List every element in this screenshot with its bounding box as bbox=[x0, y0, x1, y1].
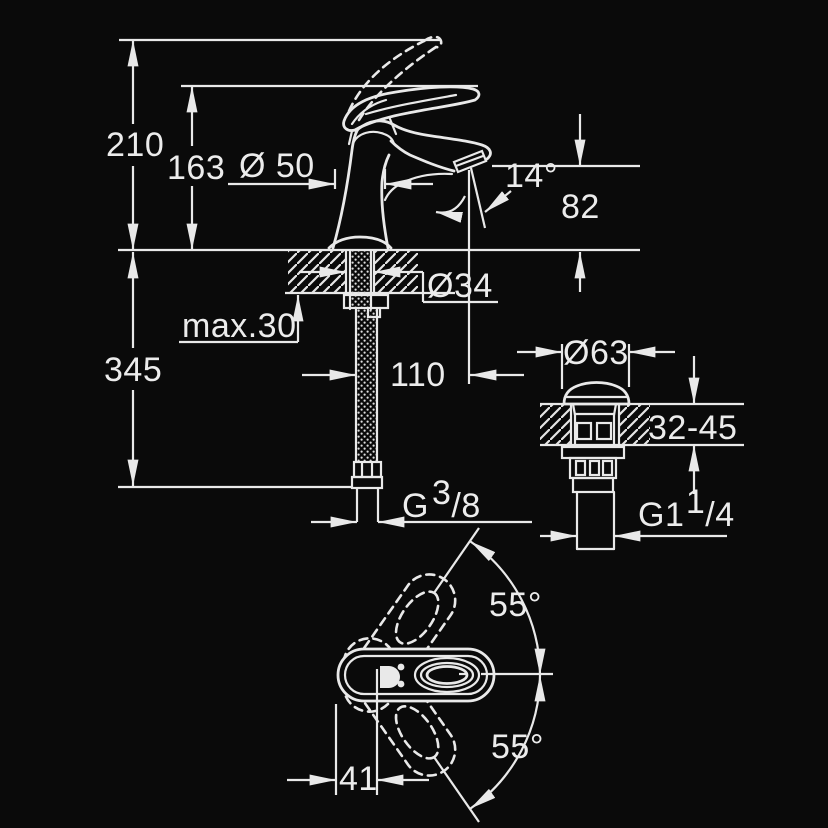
label-drain-deck-range: 32-45 bbox=[648, 409, 737, 447]
label-supply-depth: 345 bbox=[104, 351, 162, 389]
label-handle-offset: 41 bbox=[339, 760, 378, 798]
lever-icon bbox=[342, 85, 481, 132]
dim-overall-height: 210 bbox=[106, 38, 440, 250]
dim-supply-depth: 345 bbox=[104, 251, 352, 489]
dim-base-diameter: Ø 50 bbox=[228, 147, 433, 190]
drain-deck-hatch-left bbox=[540, 405, 571, 445]
faucet-body bbox=[327, 117, 492, 250]
dim-drain-cap-diameter: Ø63 bbox=[517, 334, 675, 389]
dim-spout-projection: 110 bbox=[302, 356, 524, 394]
label-base-diameter: Ø 50 bbox=[239, 147, 315, 185]
dim-drain-deck-range: 32-45 bbox=[648, 356, 737, 494]
base-escutcheon bbox=[327, 235, 393, 250]
dim-max-deck-thickness: max.30 bbox=[179, 295, 304, 345]
label-spout-angle: 14° bbox=[505, 157, 558, 195]
drain-tailpipe bbox=[575, 490, 616, 551]
supply-hose bbox=[350, 307, 384, 490]
label-handle-swing-lower: 55° bbox=[491, 728, 544, 766]
handle-solid bbox=[336, 647, 496, 703]
label-drain-cap-diameter: Ø63 bbox=[563, 334, 629, 372]
dim-handle-offset: 41 bbox=[287, 669, 429, 798]
drain-dome-cap bbox=[562, 381, 631, 406]
label-mounting-hole: Ø34 bbox=[427, 267, 493, 305]
mounting-nut bbox=[342, 293, 390, 310]
handle-dot-top bbox=[397, 663, 405, 671]
dim-spout-outlet-height: 82 bbox=[492, 114, 640, 292]
label-spout-projection: 110 bbox=[390, 356, 446, 394]
threaded-shank bbox=[350, 251, 371, 309]
dim-spout-angle: 14° bbox=[435, 157, 558, 384]
drain-band bbox=[571, 476, 615, 494]
drain-slotted-section bbox=[568, 456, 618, 480]
lever-raised-dashed bbox=[347, 35, 443, 122]
dim-mounting-hole: Ø34 bbox=[299, 266, 498, 305]
drain-assembly bbox=[540, 381, 744, 551]
label-max-deck: max.30 bbox=[182, 307, 297, 345]
dim-handle-swing-lower: 55° bbox=[433, 674, 546, 823]
label-handle-swing-upper: 55° bbox=[489, 586, 542, 624]
aerator bbox=[452, 149, 488, 174]
dim-lever-height: 163 bbox=[167, 84, 478, 250]
label-lever-height: 163 bbox=[167, 149, 225, 187]
label-spout-outlet-height: 82 bbox=[561, 188, 600, 226]
drain-body bbox=[573, 412, 616, 447]
drain-flange bbox=[560, 445, 626, 460]
dimensions: 210 163 Ø 50 14° 82 bbox=[104, 38, 737, 823]
label-overall-height: 210 bbox=[106, 126, 164, 164]
faucet-side-view bbox=[327, 35, 492, 250]
hose-connector bbox=[350, 460, 384, 490]
dim-supply-thread: G3/8 bbox=[311, 474, 532, 528]
label-supply-thread: G3/8 bbox=[402, 474, 481, 525]
dim-handle-swing-upper: 55° bbox=[433, 527, 546, 676]
handle-logo-mark bbox=[380, 666, 400, 688]
drain-deck-hatch-right bbox=[619, 405, 650, 445]
handle-dot-bottom bbox=[397, 680, 405, 688]
